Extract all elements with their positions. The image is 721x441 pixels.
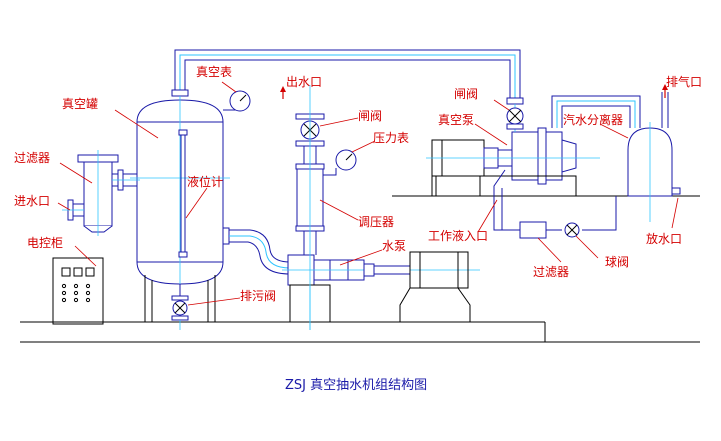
top-vacuum-pipe [171,49,524,105]
label-level-gauge: 液位计 [187,174,223,189]
label-drain-valve: 排污阀 [240,289,276,303]
working-liquid-loop [493,169,617,239]
label-water-pump: 水泵 [382,239,406,253]
vacuum-gauge-icon [223,90,251,112]
label-vacuum-pump: 真空泵 [438,113,474,127]
water-outlet-arrow [280,86,286,99]
label-water-outlet: 出水口 [286,75,322,89]
vacuum-tank [130,96,230,322]
left-filter [62,150,140,236]
steam-water-separator [627,84,681,222]
label-vacuum-gauge: 真空表 [196,65,232,79]
discharge-line [295,85,357,330]
level-gauge [178,129,188,258]
label-gate-valve-right: 闸阀 [454,87,478,101]
label-working-fluid-inlet: 工作液入口 [428,228,488,243]
label-pressure-gauge: 压力表 [373,131,409,145]
leader-lines [57,81,679,306]
drain-valve-icon [171,284,189,330]
suction-pipe [222,227,291,275]
label-pressure-regulator: 调压器 [358,215,394,229]
label-water-discharge: 放水口 [646,231,682,246]
label-exhaust-outlet: 排气口 [666,74,702,89]
label-gate-valve-left: 闸阀 [358,109,382,123]
labels: 真空表 真空罐 过滤器 进水口 电控柜 液位计 排污阀 出水口 闸阀 压力表 调… [14,65,702,303]
label-vacuum-tank: 真空罐 [62,97,98,111]
label-ball-valve: 球阀 [605,255,629,269]
label-filter-right: 过滤器 [533,265,569,279]
label-filter-left: 过滤器 [14,151,50,165]
vacuum-pump [426,104,600,197]
label-water-inlet: 进水口 [14,194,50,208]
label-control-cabinet: 电控柜 [27,236,63,250]
label-steam-water-separator: 汽水分离器 [563,112,623,127]
control-cabinet [52,257,104,325]
separator-pipe [551,95,641,128]
water-pump [282,251,480,330]
diagram-title: ZSJ 真空抽水机组结构图 [285,378,427,393]
